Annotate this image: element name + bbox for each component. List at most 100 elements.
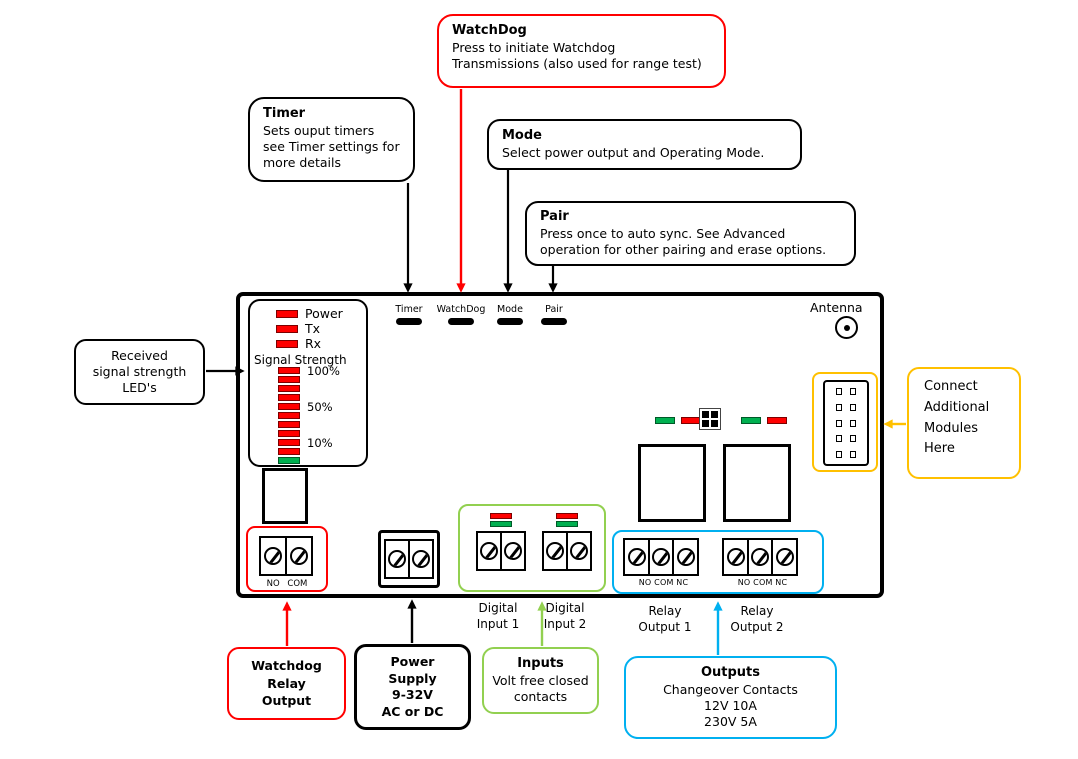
screw-icon [388,550,407,568]
signal-led [278,421,300,428]
relay2-red-led [767,417,787,424]
relay-2-component [723,444,791,522]
screw-terminal [647,538,675,576]
screw-icon [652,548,670,566]
digital-input-1-terminal-block [476,531,526,571]
watchdog-button-label: WatchDog [436,304,486,315]
connector-pin [850,451,856,458]
screw-icon [676,548,695,566]
screw-icon [569,542,588,560]
tick-50: 50% [307,400,333,414]
power-led-row: Power [250,306,366,321]
tx-led-row: Tx [250,321,366,336]
callout-timer: Timer Sets ouput timers see Timer settin… [248,97,415,182]
antenna-dot [843,324,850,331]
relay-output-2-label: Relay Output 2 [730,604,784,634]
screw-terminal [284,536,313,576]
signal-led [278,403,300,410]
digital-input-1-leds [490,513,512,527]
connector-pin [836,435,842,443]
relay1-green-led [655,417,675,424]
callout-watchdog: WatchDog Press to initiate Watchdog Tran… [437,14,726,88]
watchdog-terminal-label: NO COM [266,579,308,589]
watchdog-button-icon [448,318,474,325]
screw-icon [289,547,308,565]
mode-button-label: Mode [497,304,523,315]
relay1-red-led [681,417,701,424]
connector-pin [850,419,856,427]
screw-icon [751,548,769,566]
callout-power-supply: Power Supply 9-32V AC or DC [354,644,471,730]
callout-outputs: Outputs Changeover Contacts 12V 10A 230V… [624,656,837,739]
screw-icon [411,550,430,568]
relay-2-leds [741,417,787,424]
screw-terminal [407,539,434,579]
connector-pin [850,403,856,411]
screw-terminal [476,531,503,571]
screw-icon [503,542,522,560]
power-led [276,309,298,318]
callout-pair-body: Press once to auto sync. See Advanced op… [540,225,827,257]
rx-led-label: Rx [305,336,322,351]
callout-connect-modules: Connect Additional Modules Here [907,367,1021,479]
screw-terminal [542,531,569,571]
jumper-block [699,408,721,430]
callout-pair: Pair Press once to auto sync. See Advanc… [525,201,856,266]
antenna-label: Antenna [810,300,863,315]
connector-pin [836,403,842,411]
screw-terminal [384,539,411,579]
jumper-pin [702,411,709,418]
jumper-pin [711,420,718,427]
tick-10: 10% [307,436,333,450]
callout-timer-body: Sets ouput timers see Timer settings for… [263,122,400,170]
relay-output-1-terminal-block [623,538,699,576]
callout-connect-body: Connect Additional Modules Here [924,379,990,457]
antenna-icon [835,316,858,339]
input2-green-led [556,521,578,527]
signal-led [278,412,300,419]
callout-mode: Mode Select power output and Operating M… [487,119,802,170]
callout-received-body: Received signal strength LED's [92,348,187,395]
screw-terminal [771,538,798,576]
connector-pin [836,419,842,427]
tx-led-label: Tx [305,321,321,336]
digital-input-1-group [473,513,529,571]
module-board: Power Tx Rx Signal Strength [236,292,884,598]
input2-red-led [556,513,578,519]
callout-mode-body: Select power output and Operating Mode. [502,144,765,160]
mode-button-icon [497,318,523,325]
signal-led-green [278,457,300,464]
callout-watchdog-relay-body: Watchdog Relay Output [251,658,322,708]
mode-button: Mode [483,304,537,325]
callout-received-signal-leds: Received signal strength LED's [74,339,205,405]
screw-terminal [259,536,287,576]
connector-pin [850,435,856,443]
relay-1-component [638,444,706,522]
tick-100: 100% [307,364,340,378]
power-supply-terminal-block [378,530,440,588]
signal-led [278,430,300,437]
timer-button-icon [396,318,422,325]
callout-outputs-title: Outputs [700,665,761,680]
expansion-connector-highlight [812,372,878,472]
callout-outputs-body: Changeover Contacts 12V 10A 230V 5A [663,681,798,729]
digital-input-2-terminal-block [542,531,592,571]
rx-led [276,339,298,348]
digital-input-2-label: Digital Input 2 [543,601,587,631]
screw-icon [726,548,745,566]
screw-icon [480,542,499,560]
input1-red-led [490,513,512,519]
jumper-pin [711,411,718,418]
watchdog-relay-terminal-block [259,536,313,576]
signal-led [278,367,300,374]
screw-icon [627,548,646,566]
digital-input-2-leds [556,513,578,527]
pair-button-label: Pair [545,304,563,315]
signal-led [278,376,300,383]
relay2-green-led [741,417,761,424]
expansion-connector [823,380,869,466]
screw-terminal [672,538,699,576]
callout-mode-title: Mode [502,128,542,143]
relay-output-2-terminal-label: NO COM NC [737,578,788,587]
